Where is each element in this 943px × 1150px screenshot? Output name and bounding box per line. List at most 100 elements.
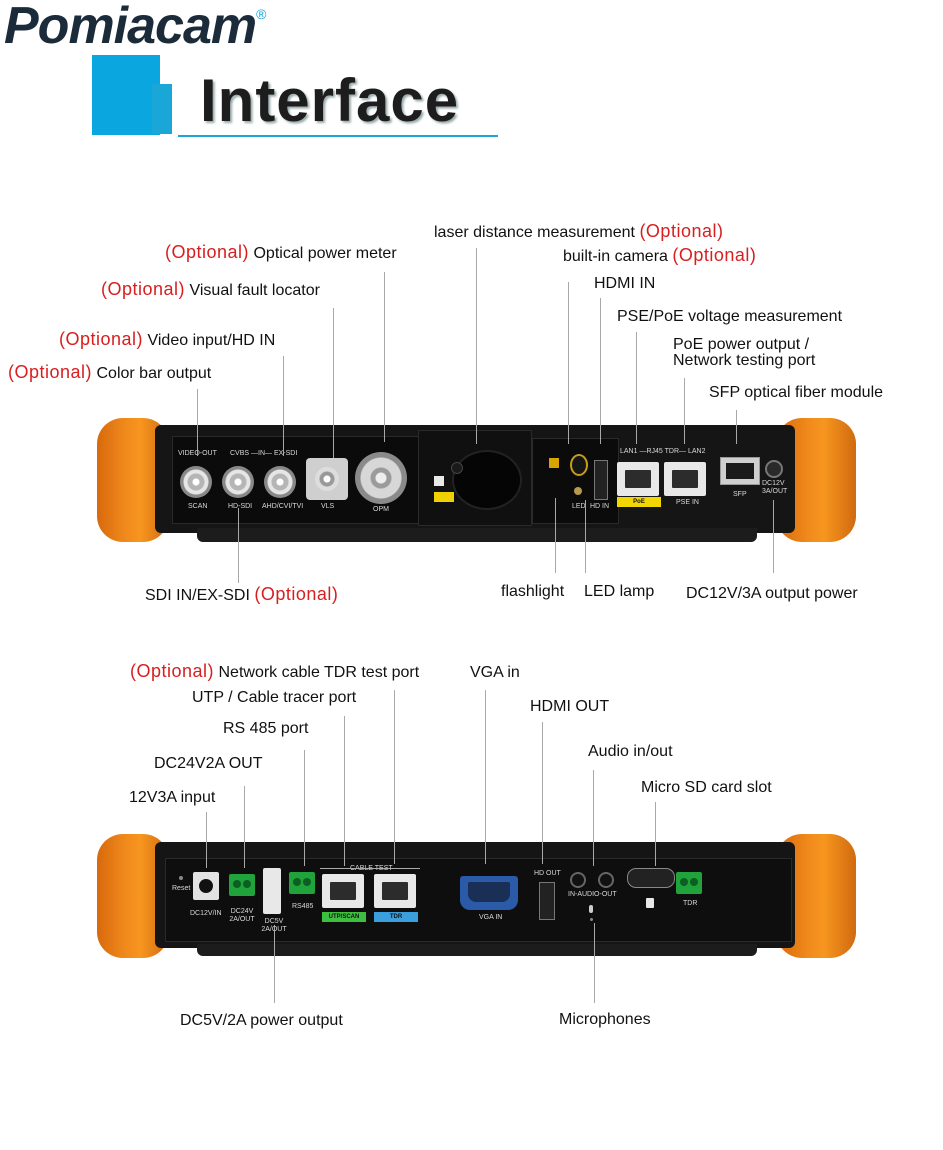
label-text: built-in camera: [563, 248, 668, 265]
tdr-badge: TDR: [374, 912, 418, 922]
silk-opm: OPM: [373, 506, 389, 513]
leader-line: [736, 410, 737, 444]
utp-scan-port[interactable]: [322, 874, 364, 908]
silk-tdr2: TDR: [683, 900, 698, 907]
silk-dc5v: DC5V 2A/OUT: [261, 918, 286, 933]
optional-tag: (Optional): [254, 584, 339, 604]
leader-line: [476, 248, 477, 444]
silk-sfp: SFP: [733, 491, 747, 498]
label-12v3a-input: 12V3A input: [129, 789, 216, 806]
leader-line: [555, 498, 556, 573]
hdmi-in-port[interactable]: [594, 460, 608, 500]
silk-dc12v: DC12V 3A/OUT: [762, 480, 788, 495]
laser-window: [452, 450, 522, 510]
leader-line: [593, 770, 594, 866]
sd-card-icon: [646, 898, 654, 908]
led-lamp: [574, 487, 582, 495]
laser-warning-icon: [434, 476, 444, 486]
video-out-bnc[interactable]: [180, 466, 212, 498]
label-hdmi-in: HDMI IN: [594, 275, 656, 292]
label-dc24v: DC24V2A OUT: [154, 755, 263, 772]
label-built-in-camera: built-in camera (Optional): [563, 246, 756, 266]
label-led-lamp: LED lamp: [584, 583, 655, 600]
audio-in-jack[interactable]: [570, 872, 586, 888]
leader-line: [684, 378, 685, 444]
silk-lan-header: LAN1 —RJ45 TDR— LAN2: [620, 448, 706, 455]
tdr-port[interactable]: [374, 874, 416, 908]
silk-hd-out: HD OUT: [534, 870, 561, 877]
silk-rs485: RS485: [292, 903, 314, 910]
dc12v-in-jack[interactable]: [193, 872, 219, 900]
label-laser-distance: laser distance measurement (Optional): [434, 222, 723, 242]
leader-line: [542, 722, 543, 864]
device-base: [197, 944, 757, 956]
title-underline: [178, 135, 498, 137]
dc24v-terminal[interactable]: [229, 874, 255, 896]
leader-line: [333, 308, 334, 458]
hd-sdi-bnc[interactable]: [222, 466, 254, 498]
leader-line: [283, 356, 284, 456]
silk-hd-in: HD IN: [590, 503, 610, 510]
micro-sd-slot[interactable]: [627, 868, 675, 888]
leader-line: [238, 508, 239, 583]
leader-line: [394, 690, 395, 864]
optional-tag: (Optional): [130, 661, 215, 681]
leader-line: [600, 298, 601, 444]
leader-line: [568, 282, 569, 444]
leader-line: [585, 500, 586, 573]
leader-line: [485, 690, 486, 864]
flashlight-lens: [570, 454, 588, 476]
opm-port[interactable]: [355, 452, 407, 504]
label-audio: Audio in/out: [588, 743, 673, 760]
tdr-terminal[interactable]: [676, 872, 702, 894]
silk-scan: SCAN: [188, 503, 208, 510]
label-pse-poe: PSE/PoE voltage measurement: [617, 308, 843, 325]
label-visual-fault-locator: (Optional) Visual fault locator: [101, 280, 320, 300]
label-text: Optical power meter: [253, 245, 397, 262]
label-text: laser distance measurement: [434, 224, 635, 241]
label-rs485: RS 485 port: [223, 720, 309, 737]
utp-scan-badge: UTP/SCAN: [322, 912, 366, 922]
label-hdmi-out: HDMI OUT: [530, 698, 610, 715]
logo-square-small: [152, 84, 172, 134]
label-text: Color bar output: [96, 365, 212, 382]
usb-port[interactable]: [263, 868, 281, 914]
silk-dc12v-in: DC12V/IN: [190, 910, 222, 917]
leader-line: [384, 272, 385, 442]
camera-lens: [451, 462, 463, 474]
silk-vga-in: VGA IN: [479, 914, 503, 921]
audio-out-jack[interactable]: [598, 872, 614, 888]
reset-hole[interactable]: [179, 876, 183, 880]
leader-line: [206, 812, 207, 868]
label-poe-output-1: PoE power output /: [673, 336, 810, 353]
label-microphones: Microphones: [559, 1011, 651, 1028]
leader-line: [636, 332, 637, 444]
ahd-bnc[interactable]: [264, 466, 296, 498]
brand-logo: Pomiacam®: [4, 0, 267, 56]
leader-line: [344, 716, 345, 866]
silk-audio: IN-AUDIO-OUT: [568, 891, 617, 898]
device-base: [197, 528, 757, 542]
lan1-port[interactable]: [664, 462, 706, 496]
optional-tag: (Optional): [101, 279, 186, 299]
leader-line: [197, 389, 198, 456]
label-poe-output-2: Network testing port: [673, 352, 816, 369]
microphone-hole: [590, 918, 593, 921]
lan2-port[interactable]: [617, 462, 659, 496]
label-text: Network cable TDR test port: [218, 664, 420, 681]
leader-line: [594, 923, 595, 1003]
leader-line: [244, 786, 245, 868]
silk-pse-in: PSE IN: [676, 499, 699, 506]
label-color-bar-output: (Optional) Color bar output: [8, 363, 211, 383]
vls-port[interactable]: [306, 458, 348, 500]
optional-tag: (Optional): [8, 362, 93, 382]
trademark: ®: [256, 6, 266, 22]
dc12v-out-jack[interactable]: [765, 460, 783, 478]
label-text: SDI IN/EX-SDI: [145, 587, 250, 604]
vga-port[interactable]: [460, 876, 518, 910]
optional-tag: (Optional): [639, 221, 724, 241]
rs485-terminal[interactable]: [289, 872, 315, 894]
sfp-port[interactable]: [720, 457, 760, 485]
hdmi-out-port[interactable]: [539, 882, 555, 920]
label-optical-power-meter: (Optional) Optical power meter: [165, 243, 397, 263]
